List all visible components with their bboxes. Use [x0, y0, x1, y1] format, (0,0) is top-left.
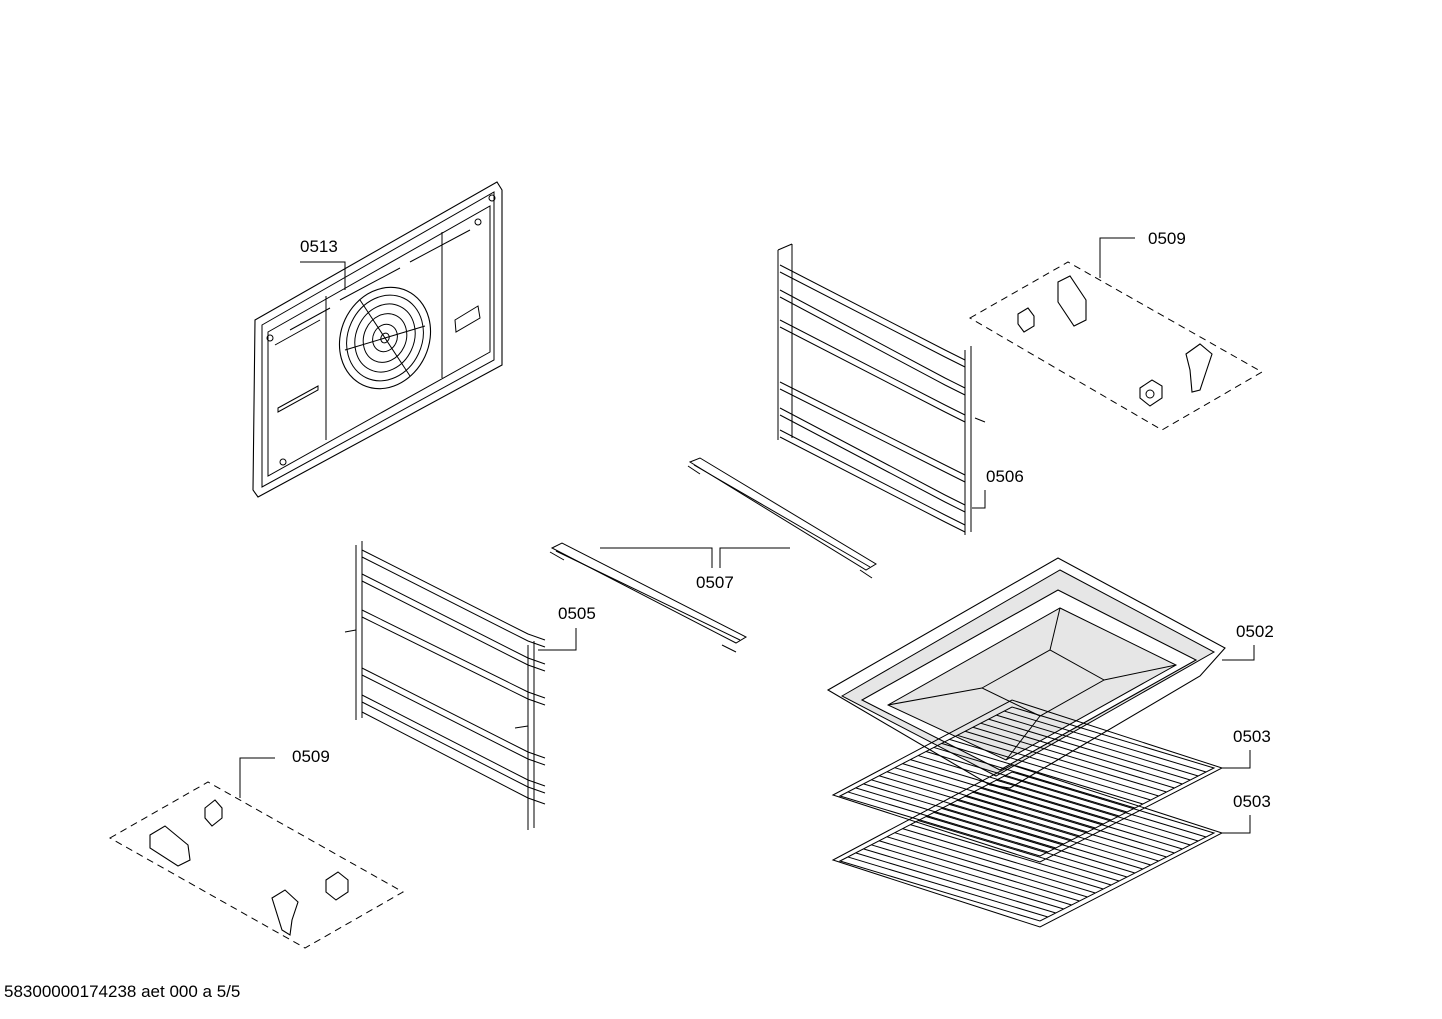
grid-bar [902, 828, 1104, 890]
grid-bar [972, 791, 1175, 854]
grid-bar [972, 726, 1175, 789]
grid-bar [918, 755, 1120, 817]
label-0503-a: 0503 [1233, 727, 1271, 746]
label-0506: 0506 [986, 467, 1024, 486]
wire-grid-0503-a-bars [847, 710, 1207, 853]
wire-grid-0503-b-bars [847, 775, 1207, 918]
grid-bar [847, 791, 1049, 853]
grid-bar [949, 738, 1151, 801]
back-panel-0513 [252, 181, 503, 498]
grid-bar [878, 775, 1080, 837]
grid-bar [941, 807, 1143, 870]
side-rack-0506 [777, 243, 986, 535]
label-0513: 0513 [300, 237, 338, 256]
grid-bar [855, 787, 1056, 849]
grid-bar [886, 771, 1088, 833]
grid-bar [925, 751, 1128, 813]
grid-bar [957, 734, 1159, 797]
grid-bar [964, 795, 1167, 858]
grid-bar [902, 763, 1104, 825]
grid-bar [941, 742, 1143, 805]
drawing-reference: 58300000174238 aet 000 a 5/5 [4, 982, 241, 1001]
grid-bar [933, 746, 1136, 809]
grid-bar [933, 811, 1136, 874]
grid-bar [949, 803, 1151, 866]
rails-0507 [549, 457, 877, 653]
grid-bar [910, 824, 1112, 886]
grid-bar [1004, 775, 1207, 838]
grid-bar [886, 836, 1088, 898]
grid-bar [918, 820, 1120, 882]
grid-bar [894, 767, 1096, 829]
grid-bar [996, 714, 1199, 777]
grid-bar [863, 783, 1064, 845]
label-0502: 0502 [1236, 622, 1274, 641]
grid-bar [1004, 710, 1207, 773]
clip-set-0509-bottom [108, 781, 405, 949]
clip-set-0509-top [969, 261, 1264, 431]
grid-bar [871, 844, 1072, 906]
grid-bar [863, 848, 1064, 910]
baking-tray-0502 [826, 557, 1226, 789]
label-0509-bottom: 0509 [292, 747, 330, 766]
grid-bar [925, 816, 1128, 878]
grid-bar [996, 779, 1199, 842]
grid-bar [988, 783, 1191, 846]
grid-bar [988, 718, 1191, 781]
grid-bar [980, 722, 1183, 785]
grid-bar [855, 852, 1056, 914]
grid-bar [871, 779, 1072, 841]
label-0505: 0505 [558, 604, 596, 623]
label-0503-b: 0503 [1233, 792, 1271, 811]
label-0509-top: 0509 [1148, 229, 1186, 248]
label-0507: 0507 [696, 573, 734, 592]
grid-bar [957, 799, 1159, 862]
grid-bar [980, 787, 1183, 850]
side-rack-0505 [344, 541, 546, 830]
grid-bar [878, 840, 1080, 902]
grid-bar [847, 856, 1049, 918]
grid-bar [964, 730, 1167, 793]
grid-bar [894, 832, 1096, 894]
grid-bar [910, 759, 1112, 821]
